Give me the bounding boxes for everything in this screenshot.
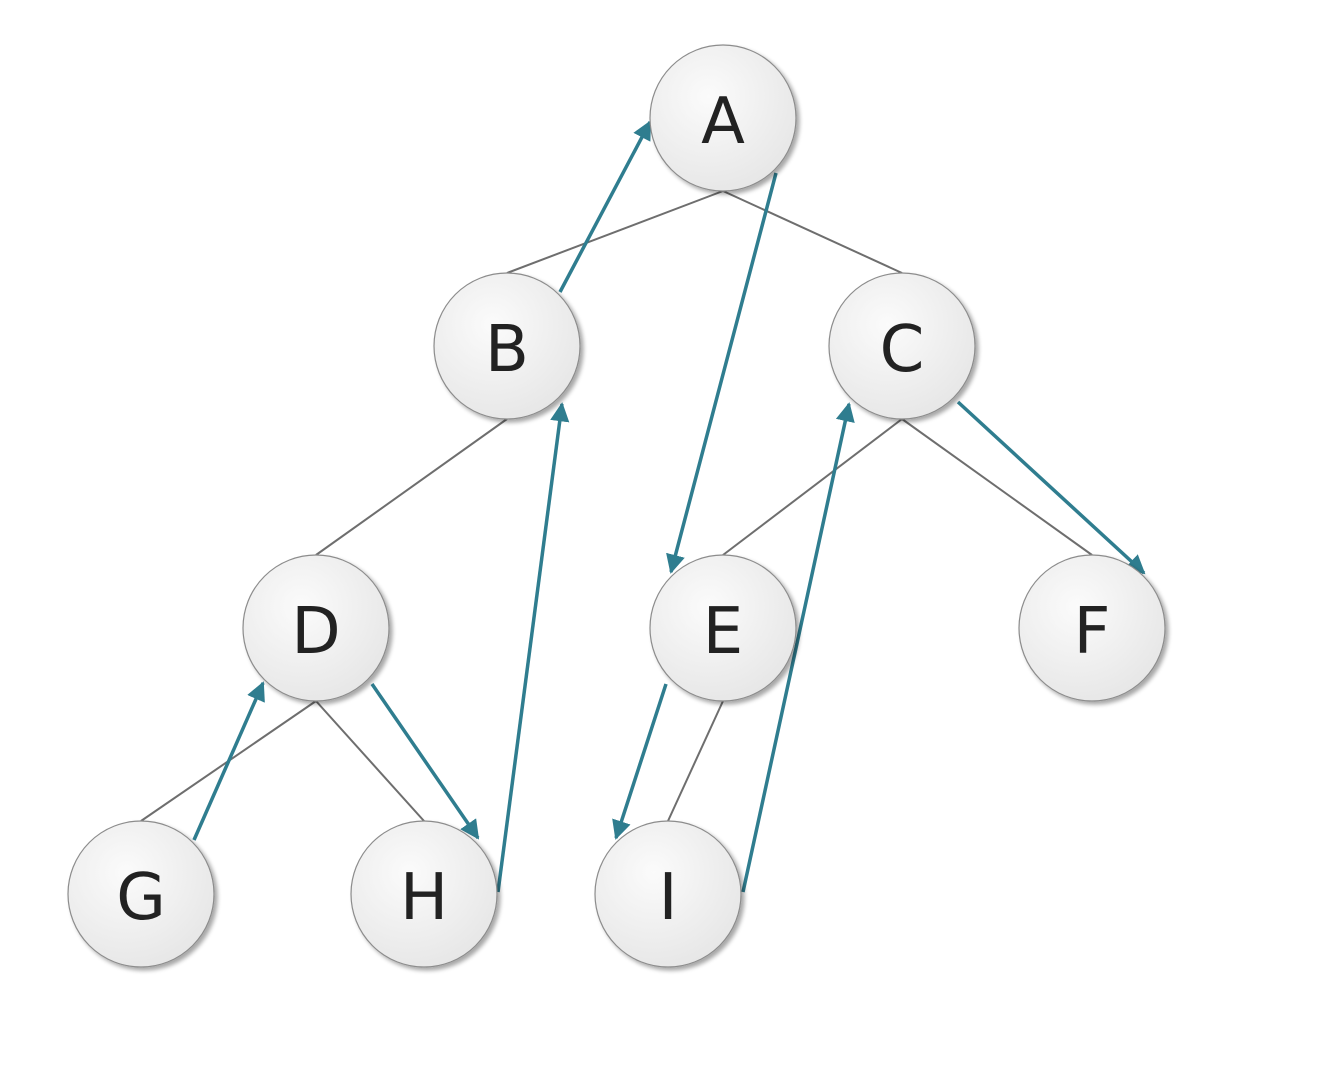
node-circle-d: [242, 554, 390, 702]
arrow-b-to-a: [558, 120, 652, 293]
edge-a-c: [722, 190, 903, 274]
node-circle-h: [350, 820, 498, 968]
edge-a-b: [506, 190, 724, 274]
arrow-d-to-h: [370, 683, 480, 840]
node-circle-g: [67, 820, 215, 968]
node-label-c: C: [880, 313, 925, 387]
node-circle-e: [649, 554, 797, 702]
arrow-a-to-e: [666, 172, 778, 574]
node-label-g: G: [116, 861, 166, 935]
node-circle-c: [828, 272, 976, 420]
node-label-b: B: [485, 313, 529, 387]
node-i: I: [594, 820, 742, 968]
node-c: C: [828, 272, 976, 420]
node-label-d: D: [291, 595, 340, 669]
node-f: F: [1018, 554, 1166, 702]
node-circle-i: [594, 820, 742, 968]
tree-nodes: A B C D E F G H I: [67, 44, 1166, 968]
node-a: A: [649, 44, 797, 192]
arrow-g-to-d: [192, 681, 265, 841]
arrow-c-to-f: [956, 400, 1146, 575]
arrow-e-to-i: [612, 683, 668, 840]
edge-e-i: [667, 700, 724, 822]
node-circle-f: [1018, 554, 1166, 702]
edge-d-h: [315, 700, 425, 822]
edge-c-f: [901, 418, 1093, 556]
node-d: D: [242, 554, 390, 702]
node-b: B: [433, 272, 581, 420]
node-label-h: H: [400, 861, 448, 935]
arrow-i-to-c: [741, 402, 855, 893]
node-label-f: F: [1074, 595, 1111, 669]
edge-c-e: [722, 418, 903, 556]
arrow-h-to-b: [496, 402, 570, 893]
node-label-i: I: [659, 861, 678, 935]
node-e: E: [649, 554, 797, 702]
node-h: H: [350, 820, 498, 968]
edge-b-d: [315, 418, 508, 556]
node-g: G: [67, 820, 215, 968]
node-label-e: E: [703, 595, 743, 669]
node-label-a: A: [701, 85, 745, 159]
traversal-arrows: [192, 120, 1146, 893]
tree-edges: [140, 190, 1093, 822]
node-circle-a: [649, 44, 797, 192]
node-circle-b: [433, 272, 581, 420]
